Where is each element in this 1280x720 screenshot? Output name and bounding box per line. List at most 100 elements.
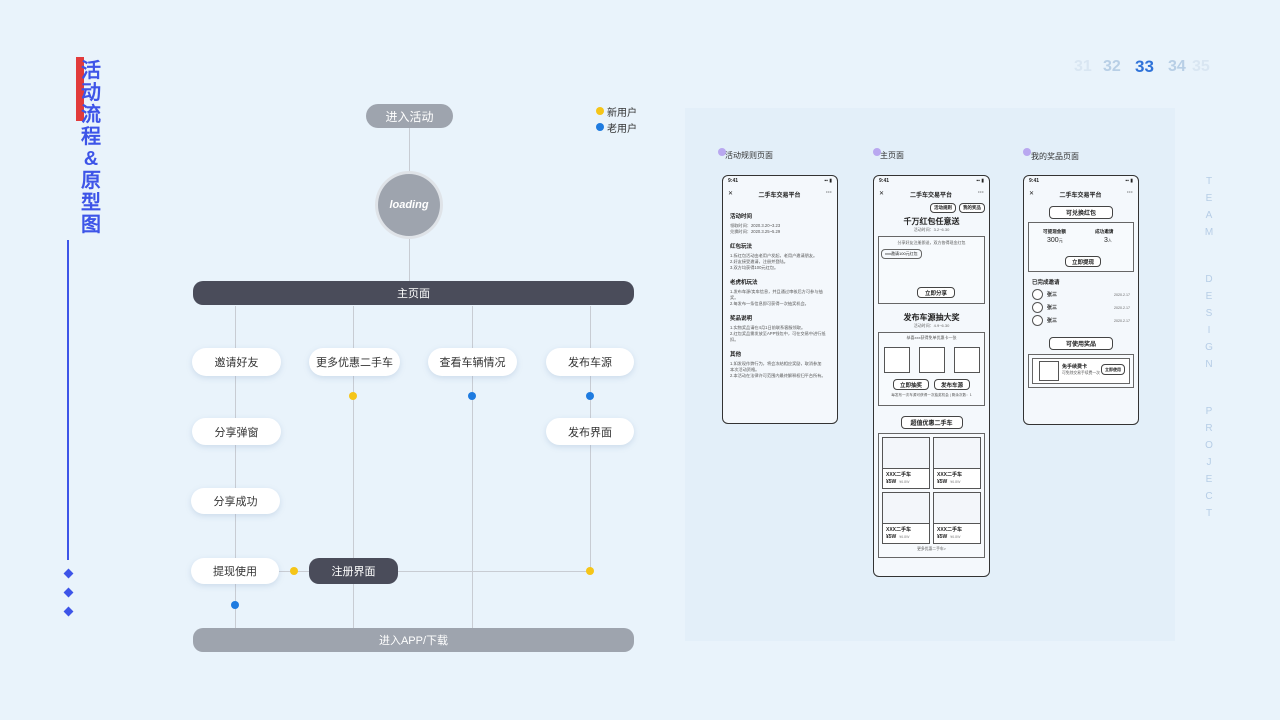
share-success-node[interactable]: 分享成功 [191, 488, 280, 514]
car-price: ¥5W [886, 479, 897, 485]
side-letter: J [1206, 457, 1212, 468]
invitee-name: 张三 [1047, 318, 1058, 324]
share-popup-node[interactable]: 分享弹窗 [192, 418, 281, 445]
section1-title: 千万红包任意送 [903, 217, 960, 226]
car-name: XXX二手车 [937, 527, 963, 533]
side-letter: P [1205, 406, 1213, 417]
diamond-icon [63, 568, 74, 579]
signal-battery-icon: ▪▪ ▮ [1125, 178, 1133, 184]
connector [353, 306, 354, 348]
car-old-price: ¥6.8W [950, 480, 961, 484]
coupon-name: 免手续费卡 [1062, 364, 1088, 370]
car-old-price: ¥6.8W [950, 535, 961, 539]
side-letter: E [1205, 291, 1213, 302]
rules-page-label: 活动规则页面 [725, 151, 773, 160]
car-card[interactable]: XXX二手车¥5W¥6.8W [882, 492, 930, 544]
car-price-row: ¥5W¥6.8W [934, 478, 980, 486]
car-card[interactable]: XXX二手车¥5W¥6.8W [933, 437, 981, 489]
coupon-image [1039, 361, 1059, 381]
invitee-name: 张三 [1047, 292, 1058, 298]
connector [409, 236, 410, 282]
side-letter: D [1205, 274, 1213, 285]
publish-button[interactable]: 发布车源 [934, 379, 970, 390]
use-button[interactable]: 立即使用 [1101, 364, 1125, 375]
car-card[interactable]: XXX二手车¥5W¥6.8W [933, 492, 981, 544]
page-number[interactable]: 31 [1074, 58, 1092, 75]
status-bar: 9:41 ▪▪ ▮ [1024, 176, 1138, 186]
connector [353, 584, 354, 628]
more-icon[interactable]: ··· [977, 190, 984, 196]
rules-tag[interactable]: 活动规则 [930, 203, 956, 213]
rule-heading: 其他 [730, 352, 742, 358]
publish-page-node[interactable]: 发布界面 [546, 418, 634, 445]
more-icon[interactable]: ··· [825, 190, 832, 196]
diamond-icon [63, 606, 74, 617]
page-number[interactable]: 32 [1103, 58, 1121, 75]
signal-battery-icon: ▪▪ ▮ [824, 178, 832, 184]
withdraw-button[interactable]: 立即提现 [1065, 256, 1101, 267]
avatar [1032, 302, 1043, 313]
invitee-date: 2020.2.17 [1114, 318, 1130, 323]
legend-new-user-dot [596, 107, 604, 115]
car-image [934, 438, 980, 469]
enter-app-node[interactable]: 进入APP/下载 [193, 628, 634, 652]
title-accent-bar [76, 57, 84, 121]
enter-activity-node[interactable]: 进入活动 [366, 104, 453, 128]
side-letter: O [1205, 440, 1213, 451]
section2-sub: 活动时间：4.9~6.30 [913, 323, 950, 328]
more-cars-link[interactable]: 更多优惠二手车> [917, 547, 946, 551]
invitee-row: 张三 2020.2.17 [1032, 314, 1130, 327]
lottery-slot [918, 347, 945, 373]
share-button[interactable]: 立即分享 [917, 287, 955, 298]
car-name: XXX二手车 [886, 527, 912, 533]
section-dot-icon [873, 148, 881, 156]
prizes-tag[interactable]: 我的奖品 [959, 203, 985, 213]
legend-old-user-label: 老用户 [607, 124, 637, 135]
invite-friends-node[interactable]: 邀请好友 [192, 348, 281, 376]
connector [235, 376, 236, 418]
draw-hint: 每发布一次车源可获得一次抽奖机会 [891, 393, 949, 397]
legend-new-user-label: 新用户 [607, 108, 637, 119]
new-user-dot [586, 567, 594, 575]
car-image [934, 493, 980, 524]
avatar [1032, 289, 1043, 300]
withdraw-node[interactable]: 提现使用 [191, 558, 279, 584]
more-cars-node[interactable]: 更多优惠二手车 [309, 348, 400, 376]
more-icon[interactable]: ··· [1126, 190, 1133, 196]
connector [235, 306, 236, 348]
publish-car-node[interactable]: 发布车源 [546, 348, 634, 376]
page-number[interactable]: 35 [1192, 58, 1210, 75]
car-image [883, 493, 929, 524]
prizes-title: 可使用奖品 [1049, 337, 1113, 350]
side-letter: C [1205, 491, 1213, 502]
invite-value: 3 [1104, 237, 1108, 244]
car-card[interactable]: XXX二手车¥5W¥6.8W [882, 437, 930, 489]
page-number-current[interactable]: 33 [1135, 57, 1154, 76]
status-time: 9:41 [879, 178, 890, 184]
rule-text: 本次活动资格。 [730, 367, 760, 372]
rule-text: 2.每发布一条信息即可获得一次抽奖机会。 [730, 301, 809, 306]
car-name: XXX二手车 [937, 472, 963, 478]
rule-heading: 红包玩法 [730, 244, 753, 250]
cash-unit: 元 [1058, 238, 1063, 243]
page-number[interactable]: 34 [1168, 58, 1186, 75]
view-vehicle-node[interactable]: 查看车辆情况 [428, 348, 517, 376]
prizes-page-label: 我的奖品页面 [1031, 152, 1079, 161]
side-letter: N [1205, 359, 1213, 370]
draw-info: 每发布一次车源可获得一次抽奖机会 | 剩余次数：1 [891, 393, 972, 397]
register-node[interactable]: 注册界面 [309, 558, 398, 584]
draw-remain: 剩余次数：1 [951, 393, 972, 397]
section2-title: 发布车源抽大奖 [903, 313, 960, 322]
draw-button[interactable]: 立即抽奖 [893, 379, 929, 390]
app-title: 二手车交易平台 [758, 193, 801, 199]
main-page-node[interactable]: 主页面 [193, 281, 634, 305]
close-icon[interactable]: ✕ [1029, 191, 1035, 197]
rule-text: 2.红包奖品需发放至APP钱包中，可在交易中进行抵扣。 [730, 331, 826, 342]
status-time: 9:41 [728, 178, 739, 184]
status-time: 9:41 [1029, 178, 1040, 184]
close-icon[interactable]: ✕ [728, 191, 734, 197]
close-icon[interactable]: ✕ [879, 191, 885, 197]
